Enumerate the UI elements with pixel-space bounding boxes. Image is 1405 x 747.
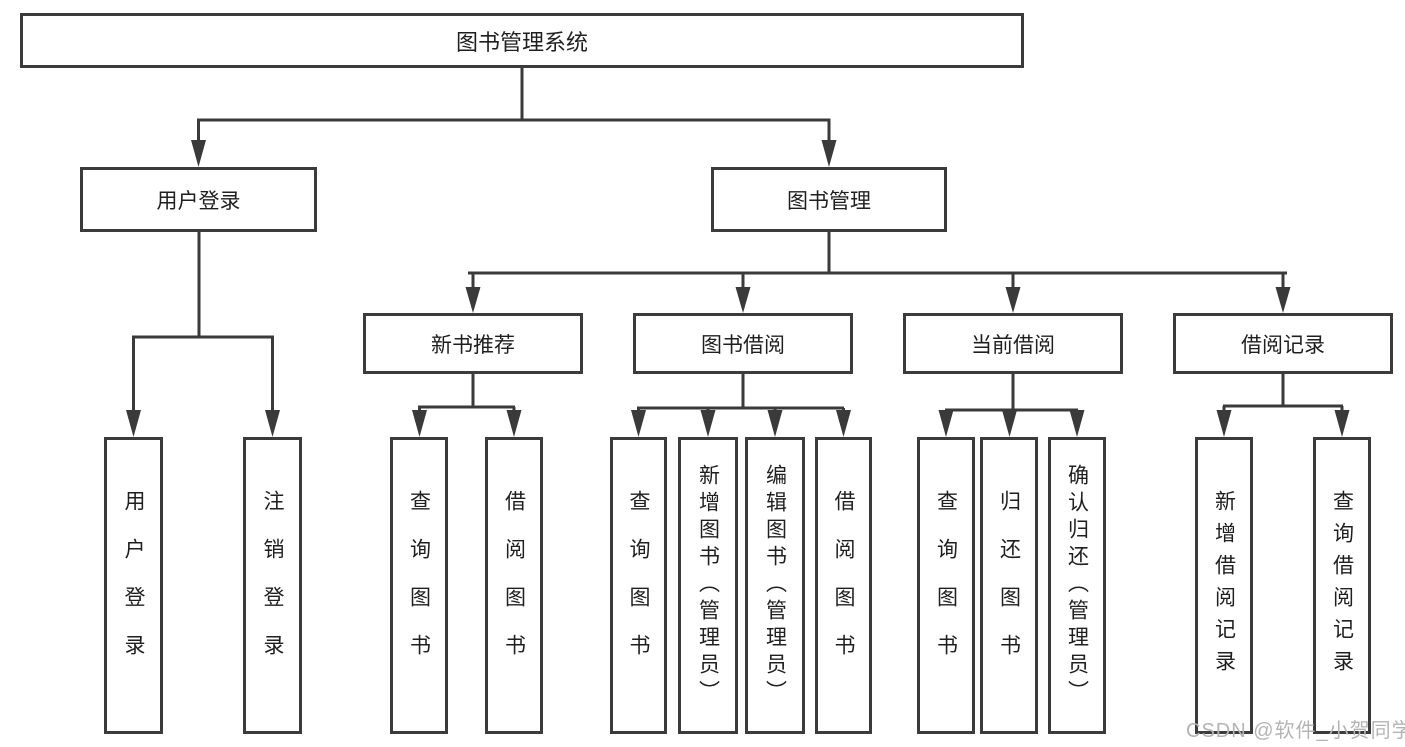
leaf-current-query-label: 查询图书 bbox=[934, 489, 958, 682]
node-book-borrow: 图书借阅 bbox=[633, 313, 853, 374]
leaf-current-confirm-admin: 确认归还（管理员） bbox=[1048, 437, 1106, 734]
leaf-newbook-query: 查询图书 bbox=[390, 437, 448, 734]
leaf-user-login: 用户登录 bbox=[104, 437, 163, 734]
node-book-management-label: 图书管理 bbox=[787, 189, 871, 213]
leaf-borrow-add-admin: 新增图书（管理员） bbox=[678, 437, 738, 734]
node-user-login-label: 用户登录 bbox=[156, 189, 241, 213]
leaf-borrow-query-label: 查询图书 bbox=[627, 489, 650, 682]
node-current-borrow: 当前借阅 bbox=[903, 313, 1123, 374]
leaf-current-query: 查询图书 bbox=[917, 437, 975, 734]
node-root-system: 图书管理系统 bbox=[20, 13, 1024, 68]
leaf-borrow-add-admin-label: 新增图书（管理员） bbox=[696, 464, 720, 707]
node-new-book-recommend-label: 新书推荐 bbox=[431, 333, 515, 357]
leaf-borrow-edit-admin-label: 编辑图书（管理员） bbox=[763, 464, 787, 707]
node-new-book-recommend: 新书推荐 bbox=[363, 313, 583, 374]
csdn-watermark: CSDN @软件_小贺同学 bbox=[1186, 720, 1405, 742]
leaf-record-add: 新增借阅记录 bbox=[1195, 437, 1253, 734]
node-root-label: 图书管理系统 bbox=[455, 29, 588, 55]
node-borrow-record-label: 借阅记录 bbox=[1241, 333, 1325, 357]
arrowheads bbox=[126, 140, 1350, 437]
node-current-borrow-label: 当前借阅 bbox=[971, 333, 1055, 357]
node-book-borrow-label: 图书借阅 bbox=[701, 333, 785, 357]
leaf-newbook-borrow-label: 借阅图书 bbox=[502, 489, 526, 682]
node-book-management: 图书管理 bbox=[711, 167, 947, 232]
leaf-newbook-query-label: 查询图书 bbox=[407, 489, 431, 682]
leaf-borrow-borrow: 借阅图书 bbox=[815, 437, 872, 734]
leaf-record-query: 查询借阅记录 bbox=[1313, 437, 1371, 734]
leaf-current-return: 归还图书 bbox=[980, 437, 1038, 734]
leaf-current-return-label: 归还图书 bbox=[997, 489, 1021, 682]
node-borrow-record: 借阅记录 bbox=[1173, 313, 1393, 374]
leaf-user-login-label: 用户登录 bbox=[122, 489, 145, 682]
node-user-login: 用户登录 bbox=[80, 167, 317, 232]
leaf-record-add-label: 新增借阅记录 bbox=[1212, 489, 1236, 682]
leaf-current-confirm-admin-label: 确认归还（管理员） bbox=[1065, 464, 1089, 707]
leaf-borrow-query: 查询图书 bbox=[610, 437, 667, 734]
leaf-logout-label: 注销登录 bbox=[261, 489, 284, 682]
leaf-logout: 注销登录 bbox=[243, 437, 302, 734]
leaf-newbook-borrow: 借阅图书 bbox=[485, 437, 543, 734]
leaf-borrow-borrow-label: 借阅图书 bbox=[832, 489, 855, 682]
leaf-borrow-edit-admin: 编辑图书（管理员） bbox=[745, 437, 805, 734]
leaf-record-query-label: 查询借阅记录 bbox=[1330, 489, 1354, 682]
